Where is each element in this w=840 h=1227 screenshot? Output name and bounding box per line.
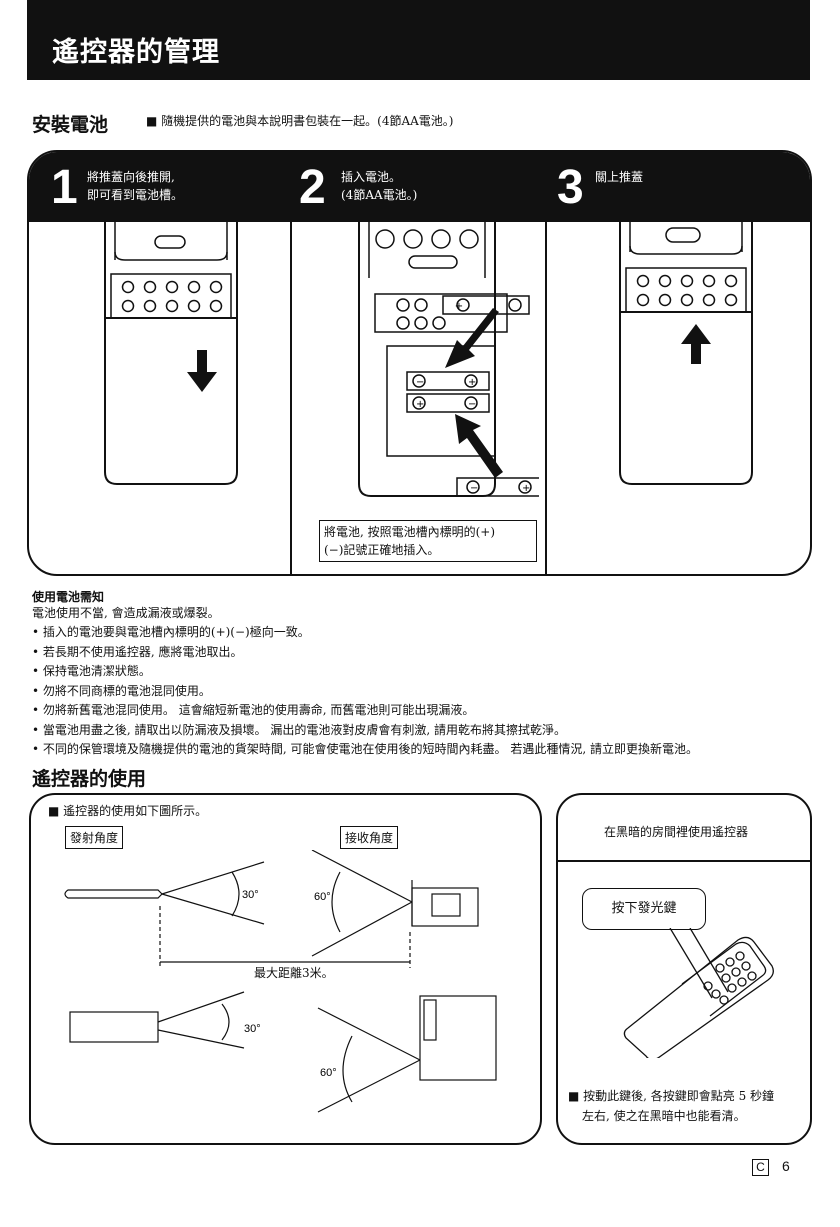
receive-angle-label: 接收角度 bbox=[340, 826, 399, 849]
emit-angle-bottom: 30° bbox=[244, 1023, 261, 1035]
list-item: • 保持電池清潔狀態。 bbox=[32, 664, 151, 678]
light-button-callout: 按下發光鍵 bbox=[582, 888, 706, 930]
svg-text:−: − bbox=[470, 483, 478, 494]
step-1-line2: 即可看到電池槽。 bbox=[87, 188, 184, 202]
step-1-line1: 將推蓋向後推開, bbox=[87, 170, 175, 184]
receive-angle-top: 60° bbox=[314, 891, 331, 903]
steps-header-bar bbox=[29, 152, 810, 222]
cautions-intro: 電池使用不當, 會造成漏液或爆裂。 bbox=[32, 606, 220, 620]
list-item: • 當電池用盡之後, 請取出以防漏液及損壞。 漏出的電池液對皮膚會有刺激, 請用… bbox=[32, 722, 566, 737]
usage-panel bbox=[29, 793, 542, 1145]
dark-room-desc: ■ 按動此鍵後, 各按鍵即會點亮 5 秒鐘 左右, 使之在黑暗中也能看清。 bbox=[568, 1086, 774, 1126]
receive-angle-bottom: 60° bbox=[320, 1067, 337, 1079]
usage-angle-diagram: 30° 60° 30° 60° bbox=[64, 850, 497, 1113]
step-1-number: 1 bbox=[51, 161, 78, 214]
cautions-title: 使用電池需知 bbox=[32, 590, 105, 604]
emit-angle-top: 30° bbox=[242, 889, 259, 901]
step-2-number: 2 bbox=[299, 161, 326, 214]
emit-angle-label: 發射角度 bbox=[65, 826, 124, 849]
dark-room-panel bbox=[556, 793, 812, 1145]
steps-panel: 1 將推蓋向後推開, 即可看到電池槽。 2 插入電池。 (4節AA電池。) 3 … bbox=[27, 150, 812, 576]
list-item: • 不同的保管環境及隨機提供的電池的貨架時間, 可能會使電池在使用後的短時間內耗… bbox=[32, 742, 698, 756]
usage-intro: ■ 遙控器的使用如下圖所示。 bbox=[48, 804, 208, 818]
svg-text:+: + bbox=[468, 377, 476, 388]
language-code-badge: C bbox=[752, 1159, 769, 1176]
max-distance: 最大距離3米。 bbox=[254, 966, 334, 980]
battery-insert-illustration: + − + + − − + bbox=[358, 222, 539, 497]
dark-room-title: 在黑暗的房間裡使用遙控器 bbox=[604, 825, 749, 839]
polarity-note-box: 將電池, 按照電池槽內標明的(+) (−)記號正確地插入。 bbox=[319, 520, 537, 562]
svg-text:+: + bbox=[455, 301, 463, 312]
header-bar bbox=[27, 0, 810, 80]
install-note: ■ 隨機提供的電池與本說明書包裝在一起。(4節AA電池。) bbox=[146, 114, 454, 128]
remote-light-key-illustration bbox=[623, 928, 774, 1058]
polarity-note-line2: (−)記號正確地插入。 bbox=[324, 543, 440, 557]
list-item: • 勿將新舊電池混同使用。 這會縮短新電池的使用壽命, 而舊電池則可能出現漏液。 bbox=[32, 703, 475, 717]
remote-open-cover-illustration bbox=[104, 222, 238, 485]
dark-desc-line2: 左右, 使之在黑暗中也能看清。 bbox=[582, 1109, 746, 1123]
svg-text:−: − bbox=[416, 377, 424, 388]
page-title: 遙控器的管理 bbox=[52, 37, 220, 68]
svg-text:+: + bbox=[522, 483, 530, 494]
svg-text:+: + bbox=[416, 399, 424, 410]
remote-close-cover-illustration bbox=[619, 222, 753, 485]
dark-desc-line1: ■ 按動此鍵後, 各按鍵即會點亮 5 秒鐘 bbox=[568, 1089, 775, 1103]
polarity-note-line1: 將電池, 按照電池槽內標明的(+) bbox=[324, 525, 496, 539]
page-number: 6 bbox=[782, 1158, 790, 1174]
list-item: • 插入的電池要與電池槽內標明的(+)(−)極向一致。 bbox=[32, 625, 310, 639]
list-item: • 勿將不同商標的電池混同使用。 bbox=[32, 683, 211, 698]
svg-text:−: − bbox=[468, 399, 476, 410]
step-3-number: 3 bbox=[557, 161, 584, 214]
step-2-line2: (4節AA電池。) bbox=[341, 188, 418, 202]
step-divider bbox=[290, 152, 292, 574]
dark-panel-divider bbox=[556, 860, 810, 862]
list-item: • 若長期不使用遙控器, 應將電池取出。 bbox=[32, 644, 243, 659]
step-divider bbox=[545, 152, 547, 574]
install-title: 安裝電池 bbox=[32, 114, 109, 136]
usage-title: 遙控器的使用 bbox=[32, 768, 147, 790]
step-2-line1: 插入電池。 bbox=[341, 170, 402, 184]
step-3-line1: 關上推蓋 bbox=[595, 170, 644, 184]
cautions-list: • 插入的電池要與電池槽內標明的(+)(−)極向一致。 • 若長期不使用遙控器,… bbox=[32, 623, 822, 760]
